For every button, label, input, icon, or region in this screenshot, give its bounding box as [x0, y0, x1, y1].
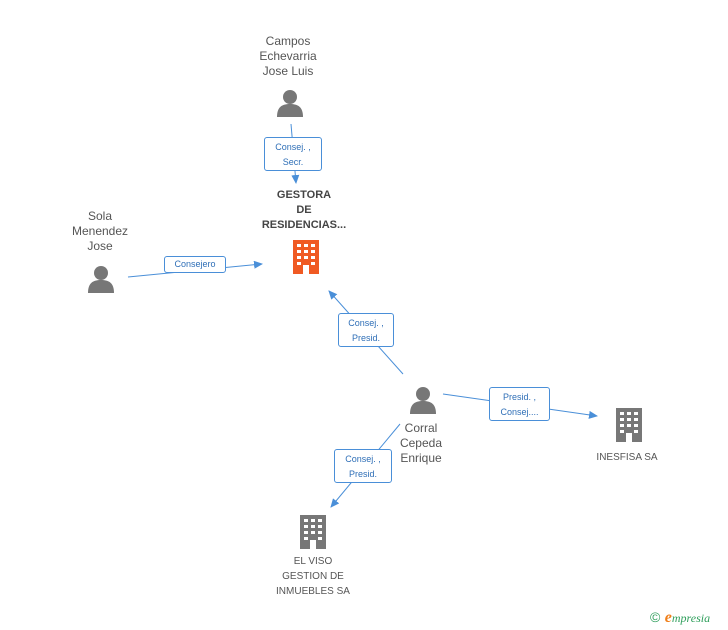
name-line: GESTION DE: [282, 571, 344, 582]
brand-wordmark: mpresia: [671, 611, 711, 625]
name-line: RESIDENCIAS...: [261, 219, 347, 231]
name-line: Corral: [404, 421, 438, 435]
person-name-corral[interactable]: Corral Cepeda Enrique: [371, 421, 471, 466]
role-label-corral-gestora[interactable]: Consej. , Presid.: [338, 313, 394, 347]
name-line: DE: [296, 204, 312, 216]
role-line: Presid. ,: [502, 392, 536, 402]
role-line: Consej. ,: [275, 142, 311, 152]
name-line: INMUEBLES SA: [276, 586, 350, 597]
role-line: Secr.: [282, 157, 304, 167]
person-name-campos[interactable]: Campos Echevarria Jose Luis: [238, 34, 338, 79]
role-label-corral-elviso[interactable]: Consej. , Presid.: [334, 449, 392, 483]
copyright-symbol: ©: [650, 609, 661, 625]
building-icon[interactable]: [291, 240, 321, 274]
building-icon[interactable]: [614, 408, 644, 442]
role-line: Consej. ,: [348, 318, 384, 328]
role-label-sola-gestora[interactable]: Consejero: [164, 256, 226, 273]
person-icon[interactable]: [409, 385, 437, 415]
person-icon[interactable]: [276, 88, 304, 118]
role-line: Consejero: [174, 259, 216, 269]
company-name-inesfisa[interactable]: INESFISA SA: [577, 450, 677, 465]
company-name-gestora[interactable]: GESTORA DE RESIDENCIAS...: [244, 188, 364, 233]
person-name-sola[interactable]: Sola Menendez Jose: [50, 209, 150, 254]
role-label-campos-gestora[interactable]: Consej. , Secr.: [264, 137, 322, 171]
role-line: Consej. ,: [345, 454, 381, 464]
role-line: Presid.: [348, 469, 377, 479]
name-line: Sola: [87, 209, 113, 223]
company-name-elviso[interactable]: EL VISO GESTION DE INMUEBLES SA: [258, 554, 368, 599]
role-line: Consej....: [500, 407, 539, 417]
role-line: Presid.: [351, 333, 380, 343]
name-line: Jose Luis: [262, 64, 314, 78]
building-icon[interactable]: [298, 515, 328, 549]
brand-initial: e: [664, 609, 672, 626]
name-line: Echevarria: [259, 49, 317, 63]
name-line: GESTORA: [276, 189, 332, 201]
name-line: Cepeda: [399, 436, 443, 450]
name-line: Campos: [265, 34, 311, 48]
name-line: EL VISO: [293, 556, 333, 567]
name-line: Enrique: [400, 451, 442, 465]
role-label-corral-inesfisa[interactable]: Presid. , Consej....: [489, 387, 550, 421]
empresia-logo[interactable]: © empresia: [650, 609, 710, 629]
name-line: Menendez: [71, 224, 129, 238]
person-icon[interactable]: [87, 264, 115, 294]
name-line: Jose: [87, 239, 113, 253]
name-line: INESFISA SA: [596, 452, 658, 463]
